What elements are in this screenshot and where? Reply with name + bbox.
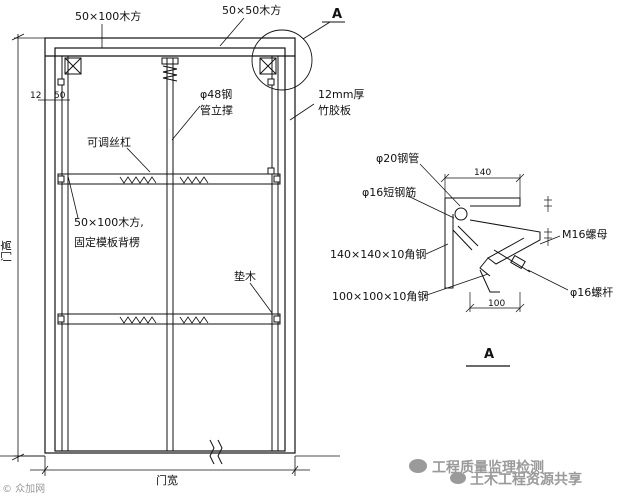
label-timber-small: 50×50木方 [222,3,281,17]
label-detail-ref: A [332,7,342,22]
wechat-icon [409,459,466,484]
detail-label-short-rebar: φ16短钢筋 [362,185,416,199]
label-dim-12: 12 [30,91,41,101]
label-fixed-timber-1: 50×100木方, [74,215,144,229]
door-frame [44,37,296,454]
horizontal-member-2 [57,313,281,325]
detail-dim-140: 140 [474,168,491,178]
corner-brace-left [64,57,82,75]
label-dim-50: 50 [54,91,66,101]
break-marks [209,439,223,465]
label-bamboo-1: 12mm厚 [318,88,364,101]
label-adjust-screw: 可调丝杠 [87,136,131,149]
leader-lines [67,17,315,314]
label-steel-post-2: 管立撑 [200,103,233,117]
detail-dim-100: 100 [488,299,505,309]
label-shim: 垫木 [234,269,256,283]
detail-title: A [484,347,494,362]
corner-brace-right [259,57,277,75]
detail-label-nut: M16螺母 [562,228,608,241]
label-steel-post-1: φ48钢 [200,88,232,101]
post-markers [57,78,275,175]
detail-dims [440,173,552,313]
watermark-left: © 众加网 [2,483,45,495]
center-steel-post [161,57,179,451]
detail-leaders [407,163,569,297]
small-dimension [38,96,70,104]
watermark-right-2: 土木工程资源共享 [470,471,582,488]
watermark-right-1: 工程质量监理检测 [432,459,544,476]
detail-circle-a [251,21,345,91]
detail-label-pipe: φ20钢管 [376,151,419,165]
detail-label-angle-100: 100×100×10角钢 [332,290,428,303]
side-timbers [61,56,279,451]
detail-label-bolt: φ16螺杆 [570,285,613,299]
label-door-width: 门宽 [156,473,178,487]
detail-a-drawing [444,197,541,293]
detail-label-angle-140: 140×140×10角钢 [330,248,426,261]
label-door-height: 门高 [0,240,13,262]
horizontal-member-1 [57,173,281,185]
width-dimension [30,456,310,476]
label-fixed-timber-2: 固定模板背楞 [74,235,140,249]
label-timber-top: 50×100木方 [75,9,141,23]
label-bamboo-2: 竹胶板 [318,103,351,117]
